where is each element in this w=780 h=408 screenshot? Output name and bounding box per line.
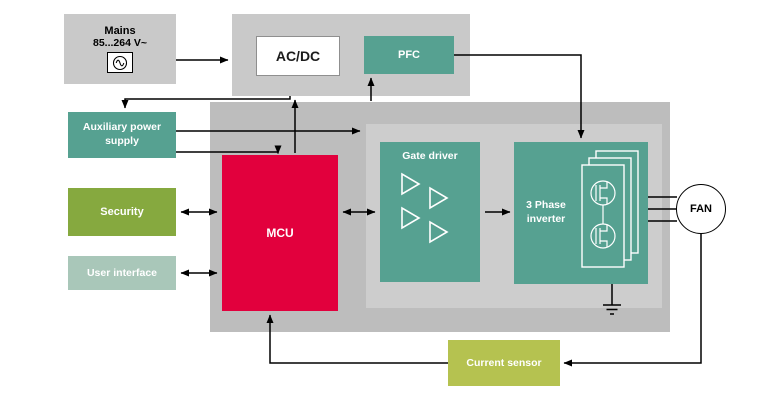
three-phase-inverter-box: 3 Phase inverter — [514, 142, 648, 284]
amplifier-triangles-icon — [401, 172, 449, 244]
security-box: Security — [68, 188, 176, 236]
pfc-box: PFC — [364, 36, 454, 74]
ac-source-icon — [107, 52, 133, 73]
mains-block: Mains 85...264 V~ — [64, 14, 176, 84]
mains-voltage-label: 85...264 V~ — [92, 37, 147, 49]
gate-driver-label: Gate driver — [402, 150, 458, 162]
auxiliary-power-supply-box: Auxiliary power supply — [68, 112, 176, 158]
user-interface-box: User interface — [68, 256, 176, 290]
mcu-box: MCU — [222, 155, 338, 311]
fan-circle: FAN — [676, 184, 726, 234]
current-sensor-box: Current sensor — [448, 340, 560, 386]
three-phase-inverter-label: 3 Phase inverter — [526, 199, 566, 225]
acdc-converter-box: AC/DC — [256, 36, 340, 76]
mosfet-stack-icon — [581, 150, 639, 268]
gate-driver-box: Gate driver — [380, 142, 480, 282]
mains-label: Mains — [104, 25, 136, 37]
